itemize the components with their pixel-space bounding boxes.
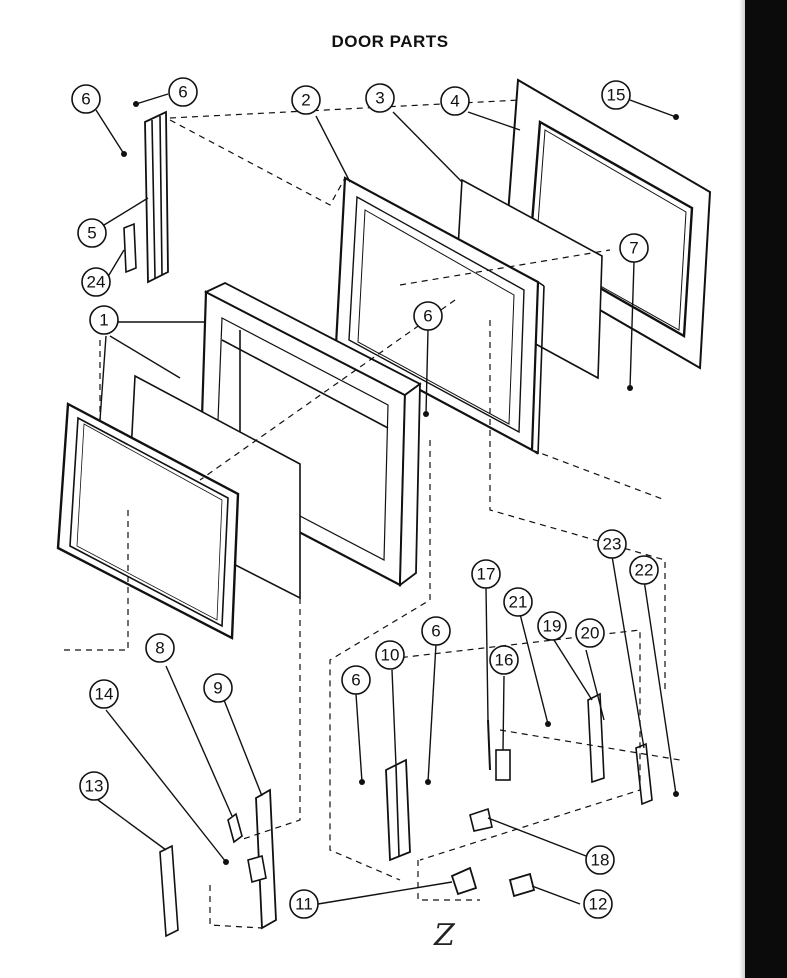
callout-18: 18: [591, 851, 610, 870]
callout-6: 6: [351, 671, 360, 690]
callout-6: 6: [178, 83, 187, 102]
part-19-lever: [587, 692, 605, 784]
part-10-latch: [385, 758, 411, 862]
part-1-front-frame: [56, 402, 240, 640]
callout-12: 12: [589, 895, 608, 914]
callout-8: 8: [155, 639, 164, 658]
part-4-outer-panel: [503, 78, 712, 370]
callout-6: 6: [81, 90, 90, 109]
part-18-clip: [469, 807, 493, 832]
callout-23: 23: [603, 535, 622, 554]
callout-20: 20: [581, 624, 600, 643]
part-11-block: [450, 866, 478, 896]
callout-2: 2: [301, 91, 310, 110]
assembly-lines: [60, 99, 681, 929]
part-12-block: [508, 872, 536, 898]
callout-10: 10: [381, 646, 400, 665]
part-24-bracket: [123, 222, 137, 274]
callout-6: 6: [431, 622, 440, 641]
callout-21: 21: [509, 593, 528, 612]
callout-1: 1: [99, 311, 108, 330]
callout-circles: [71, 77, 659, 919]
callout-6: 6: [423, 307, 432, 326]
callout-17: 17: [477, 565, 496, 584]
callout-19: 19: [543, 617, 562, 636]
callout-labels: 6 6 2 3 4 15 5 24 7 1 6 23 22 17 21 19 2…: [81, 83, 653, 914]
part-5-hinge-strip: [144, 110, 169, 284]
callout-16: 16: [495, 651, 514, 670]
part-9-handle-bracket: [247, 788, 277, 930]
part-17-spring: [487, 719, 491, 771]
part-13-strip: [159, 844, 179, 938]
callout-9: 9: [213, 679, 222, 698]
callout-4: 4: [450, 92, 459, 111]
callout-7: 7: [629, 239, 638, 258]
callout-3: 3: [375, 89, 384, 108]
scan-edge-shadow: [739, 0, 745, 978]
part-16-switch: [495, 749, 511, 781]
scan-border: [745, 0, 787, 978]
diagram-title: DOOR PARTS: [331, 32, 449, 51]
callout-5: 5: [87, 224, 96, 243]
callout-24: 24: [87, 273, 106, 292]
handwritten-mark: Z: [434, 918, 455, 953]
leader-lines: [95, 93, 677, 905]
callout-13: 13: [85, 777, 104, 796]
callout-15: 15: [607, 86, 626, 105]
part-23-rod: [635, 742, 653, 806]
callout-11: 11: [295, 895, 313, 914]
callout-22: 22: [635, 561, 654, 580]
callout-14: 14: [95, 685, 114, 704]
part-8-pin: [227, 812, 243, 844]
